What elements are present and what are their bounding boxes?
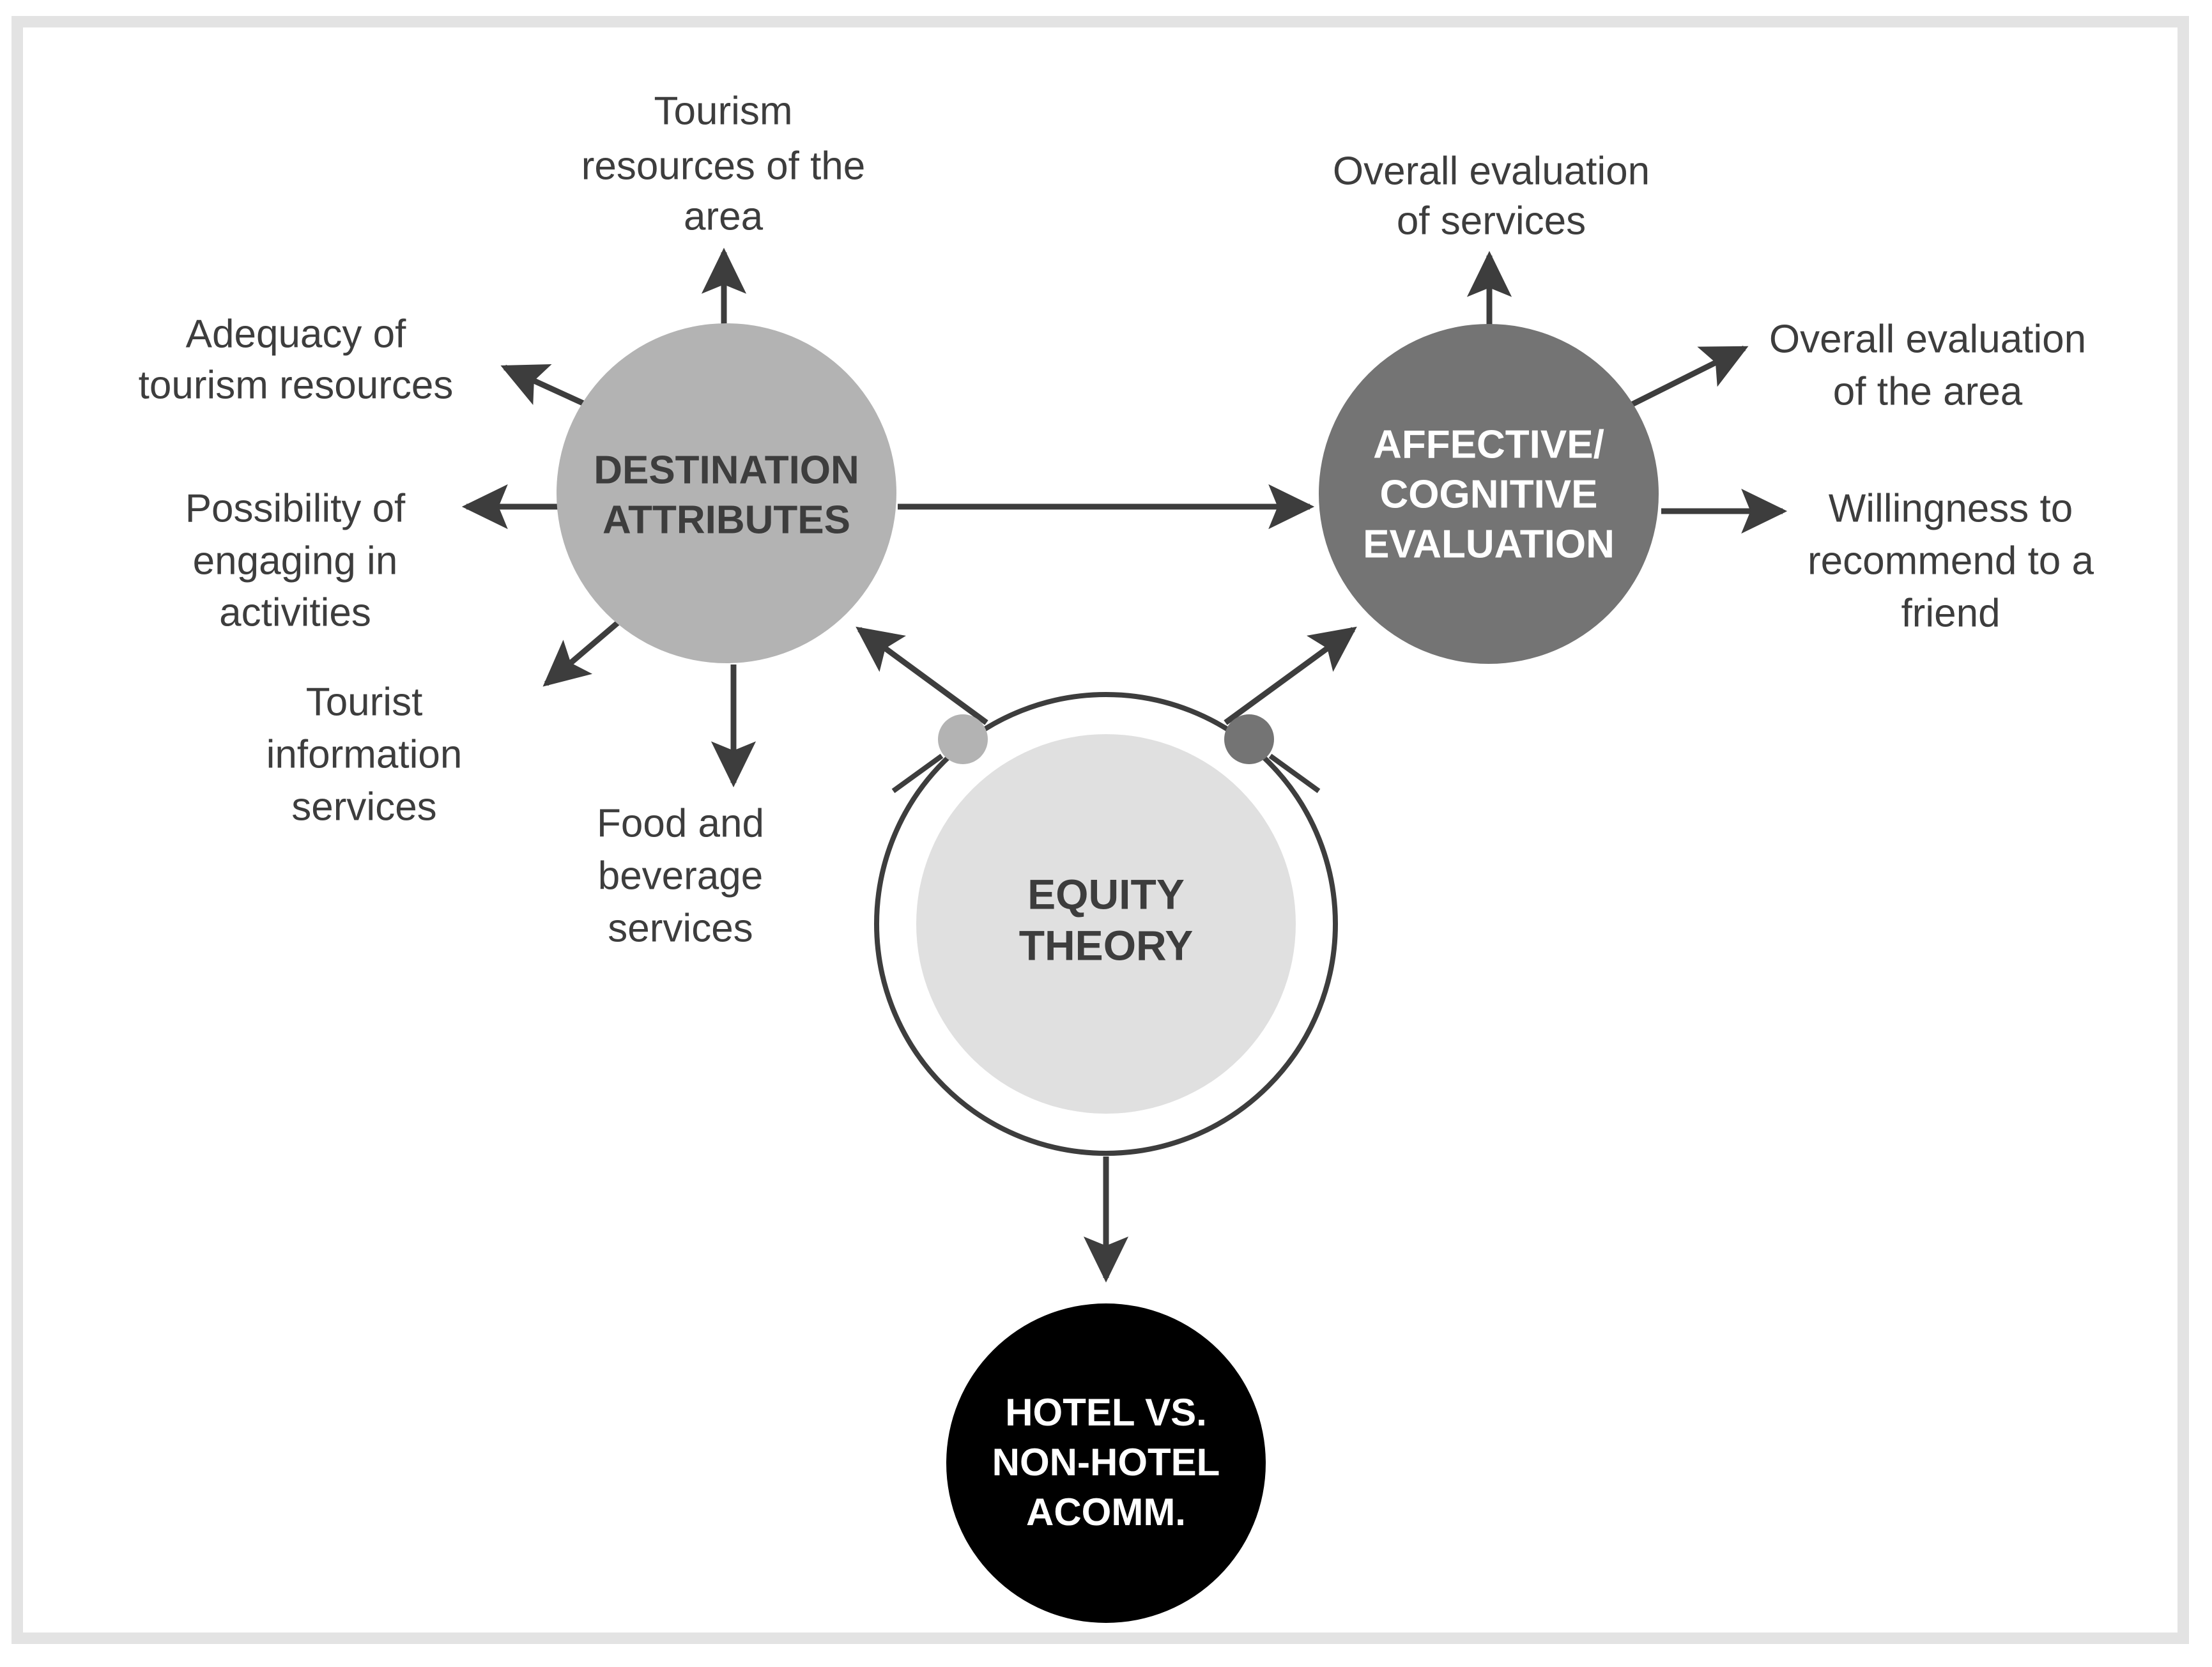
destination-attributes-label-line2: ATTRIBUTES (603, 498, 850, 542)
equity-theory-inner-circle (916, 734, 1296, 1114)
equity-theory-label-line2: THEORY (1019, 921, 1194, 969)
hotel-vs-non-hotel-circle (946, 1303, 1266, 1623)
destination-attributes-label-line1: DESTINATION (594, 448, 859, 492)
node-affective-cognitive-evaluation[interactable]: AFFECTIVE/ COGNITIVE EVALUATION (1319, 324, 1659, 664)
label-line: Overall evaluation (1769, 317, 2086, 361)
affective-cognitive-evaluation-circle (1319, 324, 1659, 664)
label-line: of services (1397, 199, 1586, 243)
label-overall-evaluation-of-services: Overall evaluation of services (1333, 149, 1650, 243)
affective-cognitive-evaluation-label-line3: EVALUATION (1363, 522, 1615, 566)
line-equity-ring-left (891, 753, 944, 794)
label-line: Possibility of (185, 486, 406, 530)
equity-theory-label-line1: EQUITY (1027, 870, 1185, 918)
affective-cognitive-evaluation-label-line2: COGNITIVE (1379, 472, 1597, 516)
label-line: services (608, 906, 753, 950)
node-destination-attributes[interactable]: DESTINATION ATTRIBUTES (557, 323, 896, 663)
label-tourist-information-services: Tourist information services (266, 680, 463, 829)
label-line: Tourism (654, 89, 792, 133)
label-line: activities (219, 590, 371, 634)
label-line: Tourist (306, 680, 423, 724)
destination-attributes-circle (557, 323, 896, 663)
equity-to-destination-dot (938, 714, 988, 764)
node-hotel-vs-non-hotel[interactable]: HOTEL VS. NON-HOTEL ACOMM. (946, 1303, 1266, 1623)
hotel-vs-non-hotel-label-line2: NON-HOTEL (992, 1441, 1220, 1484)
affective-cognitive-evaluation-label-line1: AFFECTIVE/ (1373, 422, 1604, 466)
label-overall-evaluation-of-the-area: Overall evaluation of the area (1769, 317, 2086, 413)
arrow-equity-to-evaluation (1224, 626, 1357, 725)
equity-to-evaluation-dot (1224, 714, 1274, 764)
line-equity-ring-right (1268, 753, 1321, 794)
label-food-and-beverage-services: Food and beverage services (597, 801, 764, 950)
label-line: Food and (597, 801, 764, 845)
label-line: Willingness to (1829, 486, 2073, 530)
node-equity-theory[interactable]: EQUITY THEORY (874, 692, 1338, 1156)
label-line: tourism resources (139, 363, 454, 407)
arrow-equity-to-destination (856, 626, 988, 725)
label-adequacy-of-tourism-resources: Adequacy of tourism resources (139, 312, 454, 407)
label-willingness-to-recommend-to-a-friend: Willingness to recommend to a friend (1808, 486, 2094, 635)
label-line: engaging in (193, 539, 398, 583)
label-line: of the area (1833, 369, 2023, 413)
label-line: recommend to a (1808, 539, 2094, 583)
arrow-to-overall-evaluation-of-the-area (1621, 345, 1749, 412)
label-line: information (266, 732, 463, 776)
evaluation-outcome-labels-group: Overall evaluation of services Overall e… (1333, 149, 2094, 635)
label-line: beverage (598, 854, 764, 898)
label-line: area (684, 194, 764, 238)
hotel-vs-non-hotel-label-line1: HOTEL VS. (1005, 1391, 1207, 1434)
label-line: Adequacy of (186, 312, 406, 356)
hotel-vs-non-hotel-label-line3: ACOMM. (1026, 1491, 1186, 1533)
label-tourism-resources-of-the-area: Tourism resources of the area (581, 89, 866, 238)
destination-attribute-labels-group: Tourism resources of the area Adequacy o… (139, 89, 866, 950)
label-line: services (291, 785, 436, 829)
label-line: resources of the (581, 144, 866, 188)
label-possibility-of-engaging-in-activities: Possibility of engaging in activities (185, 486, 406, 634)
label-line: friend (1901, 591, 2000, 635)
label-line: Overall evaluation (1333, 149, 1650, 193)
